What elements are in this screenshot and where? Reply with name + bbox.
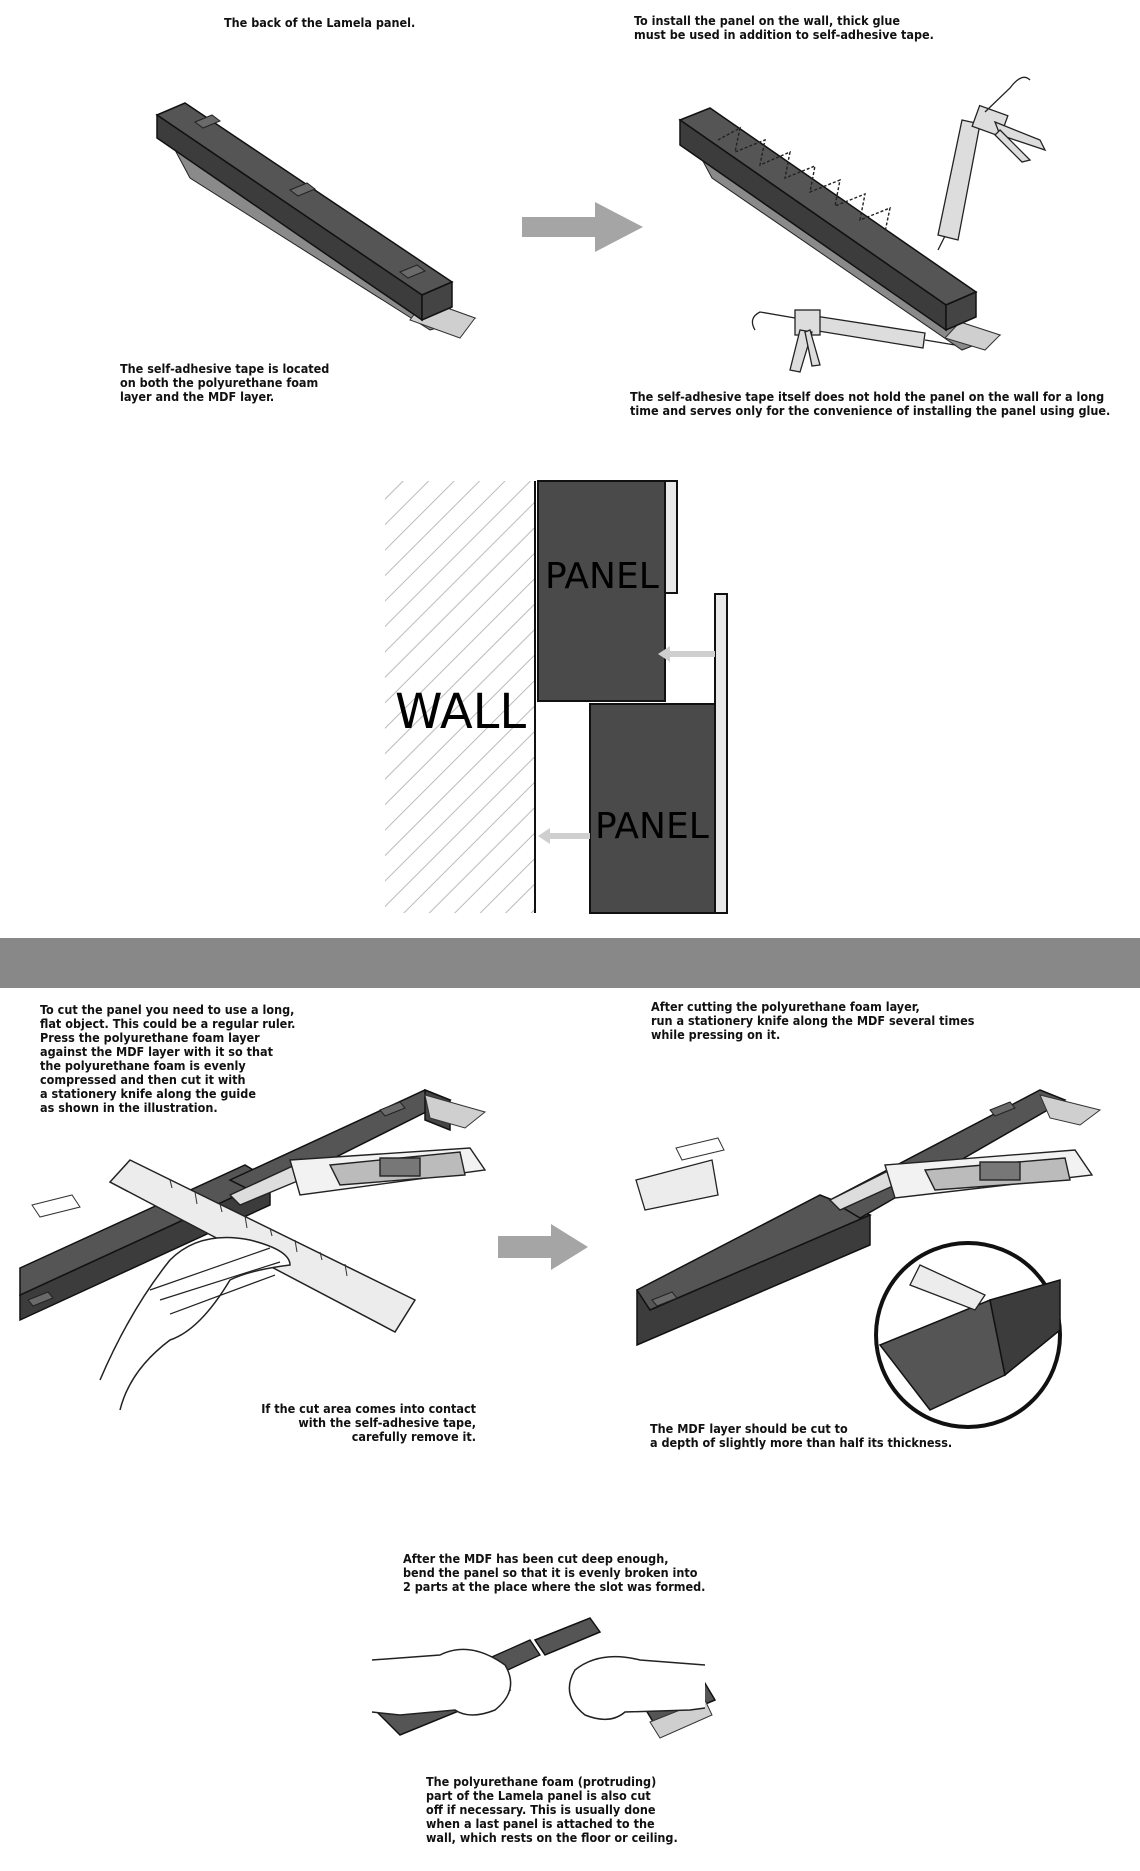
- wall-label: WALL: [395, 684, 526, 740]
- wall-hatch: [385, 481, 535, 913]
- caption-install-glue: To install the panel on the wall, thick …: [634, 13, 934, 42]
- zoom-detail-circle: [874, 1241, 1062, 1429]
- caption-cut-intro: To cut the panel you need to use a long,…: [40, 1002, 296, 1115]
- panel-top: [537, 480, 666, 702]
- panel-top-label: PANEL: [545, 556, 659, 597]
- caption-after-cutting: After cutting the polyurethane foam laye…: [651, 999, 975, 1042]
- caption-foam-cut: The polyurethane foam (protruding) part …: [426, 1774, 678, 1845]
- wall-panel-diagram: WALL PANEL PANEL: [385, 480, 728, 914]
- panel-right-piece: [533, 1617, 602, 1656]
- caption-bend-panel: After the MDF has been cut deep enough, …: [403, 1551, 706, 1594]
- hand-icon: [99, 1236, 291, 1411]
- utility-knife-icon-2: [828, 1149, 1094, 1211]
- panel-bottom: [589, 703, 716, 914]
- right-fist-icon: [568, 1655, 706, 1721]
- arrow-right-1: [522, 202, 643, 252]
- caption-tape-location: The self-adhesive tape is located on bot…: [120, 361, 330, 404]
- panel-back-illustration: [155, 102, 477, 339]
- glue-install-illustration: [678, 76, 1047, 373]
- utility-knife-icon: [228, 1147, 487, 1206]
- left-fist-icon: [371, 1648, 512, 1716]
- caption-back-of-panel: The back of the Lamela panel.: [224, 15, 416, 30]
- panel-bottom-label: PANEL: [595, 806, 709, 847]
- section-divider: [0, 938, 1140, 988]
- caption-tape-note: The self-adhesive tape itself does not h…: [630, 389, 1111, 418]
- caption-mdf-depth: The MDF layer should be cut to a depth o…: [650, 1421, 953, 1450]
- arrow-right-2: [498, 1224, 588, 1270]
- caption-tape-contact: If the cut area comes into contact with …: [261, 1401, 476, 1444]
